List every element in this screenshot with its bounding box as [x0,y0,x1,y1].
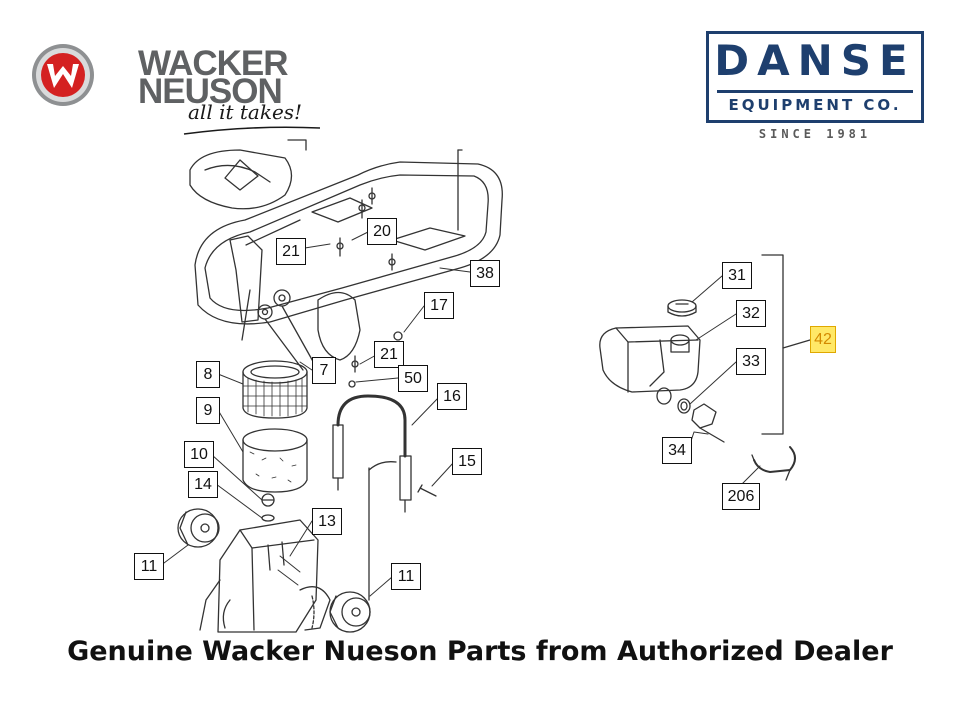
callout-21-lower[interactable]: 21 [374,341,404,368]
callout-34[interactable]: 34 [662,437,692,464]
dealer-subtitle: EQUIPMENT CO. [728,96,902,114]
callout-16[interactable]: 16 [437,383,467,410]
dealer-logo: DANSE EQUIPMENT CO. [706,31,924,123]
brand-tagline: all it takes! [188,100,303,124]
callout-14[interactable]: 14 [188,471,218,498]
callout-50[interactable]: 50 [398,365,428,392]
footer-banner: Genuine Wacker Nueson Parts from Authori… [67,636,893,667]
tank-cap [667,299,697,317]
wacker-neuson-w-icon [32,44,94,106]
vent-hose [753,446,796,473]
dealer-divider [717,90,913,93]
dealer-name: DANSE [714,36,916,85]
callout-31[interactable]: 31 [722,262,752,289]
callout-32[interactable]: 32 [736,300,766,327]
callout-11-left[interactable]: 11 [134,553,164,580]
callout-20[interactable]: 20 [367,218,397,245]
filter-housing [199,519,319,633]
callout-42-highlighted[interactable]: 42 [810,326,836,353]
handle-cover [189,149,293,210]
bolts-upper [336,187,403,388]
tagline-swoosh [183,126,321,135]
callout-13[interactable]: 13 [312,508,342,535]
fuel-tank [599,325,701,393]
end-cover-right [329,591,371,633]
callout-11-right[interactable]: 11 [391,563,421,590]
fuel-hose-assembly [332,394,412,513]
callout-15[interactable]: 15 [452,448,482,475]
callout-9[interactable]: 9 [196,397,220,424]
callout-17[interactable]: 17 [424,292,454,319]
side-plate [317,291,361,361]
prefilter-foam [242,428,308,493]
callout-206[interactable]: 206 [722,483,760,510]
callout-7[interactable]: 7 [312,357,336,384]
callout-21-upper[interactable]: 21 [276,238,306,265]
guide-frame [194,161,503,325]
callout-10[interactable]: 10 [184,441,214,468]
end-cover-left [177,508,220,548]
neuson-wordmark: NEUSON [138,72,283,111]
tank-fittings [656,387,725,443]
dealer-since: SINCE 1981 [758,127,872,141]
air-filter-element [242,360,308,419]
callout-38[interactable]: 38 [470,260,500,287]
wacker-wordmark: WACKER [138,44,289,83]
callout-8[interactable]: 8 [196,361,220,388]
callout-33[interactable]: 33 [736,348,766,375]
wacker-neuson-logo: WACKER NEUSON all it takes! [30,38,330,138]
